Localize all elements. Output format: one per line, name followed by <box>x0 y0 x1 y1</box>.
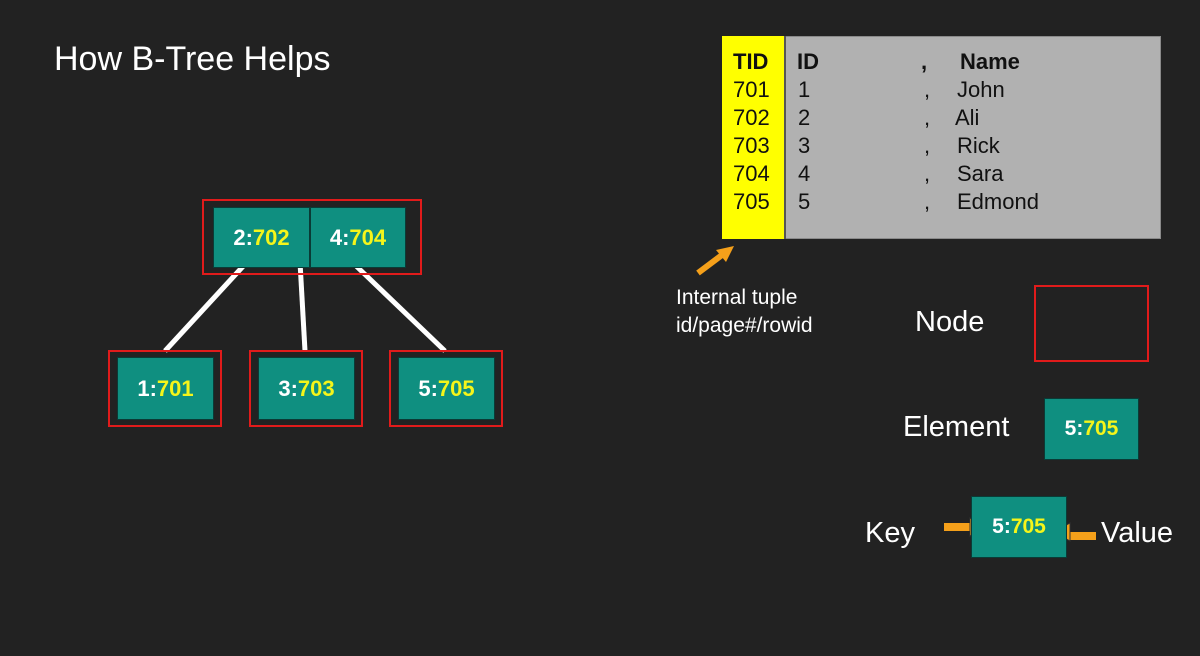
legend-element-box: 5:705 <box>1044 398 1139 460</box>
edge-root-leaf3 <box>350 260 447 353</box>
legend-element-label: Element <box>903 411 1010 443</box>
table-cell-name: John <box>957 77 1005 102</box>
table-cell-sep: , <box>924 105 931 130</box>
leaf-element-3: 5:705 <box>398 357 495 420</box>
element-key: 1 <box>137 375 150 401</box>
leaf-node-2 <box>249 350 363 427</box>
table-cell-name: Sara <box>957 161 1004 186</box>
edge-root-leaf2 <box>297 261 308 352</box>
root-element-1: 2:702 <box>213 207 310 268</box>
table-cell-name: Rick <box>957 133 1000 158</box>
table-cell-sep: , <box>924 77 931 102</box>
leaf-element-2: 3:703 <box>258 357 355 420</box>
table-cell-tid: 705 <box>733 189 770 214</box>
table-cell-id: 3 <box>798 133 811 158</box>
tuple-annotation-line1: Internal tuple <box>676 286 798 309</box>
tid-column <box>722 36 786 239</box>
element-value: 705 <box>1083 417 1119 440</box>
table-cell-name: Ali <box>955 105 980 130</box>
table-cell-name: Edmond <box>957 189 1039 214</box>
leaf-node-3 <box>389 350 503 427</box>
element-key: 3 <box>278 375 291 401</box>
element-value: 702 <box>252 224 290 250</box>
table-header-sep: , <box>921 49 928 74</box>
table-cell-sep: , <box>924 161 931 186</box>
table-cell-tid: 702 <box>733 105 770 130</box>
table-cell-id: 2 <box>798 105 811 130</box>
legend-value-label: Value <box>1101 517 1174 549</box>
element-value: 703 <box>297 375 335 401</box>
root-node <box>202 199 422 275</box>
page-title: How B-Tree Helps <box>54 40 331 78</box>
table-header-tid: TID <box>733 49 769 74</box>
element-key: 4 <box>329 224 343 250</box>
table-cell-id: 4 <box>798 161 811 186</box>
leaf-element-1: 1:701 <box>117 357 214 420</box>
tuple-table <box>722 36 1161 239</box>
tuple-arrow-icon <box>696 246 734 276</box>
leaf-node-1 <box>108 350 222 427</box>
legend-kv-box: 5:705 <box>971 496 1067 558</box>
element-key: 5 <box>992 515 1004 538</box>
root-element-2: 4:704 <box>310 207 406 268</box>
legend-node-label: Node <box>915 306 985 338</box>
table-cell-sep: , <box>924 133 931 158</box>
tuple-annotation-line2: id/page#/rowid <box>676 314 813 337</box>
element-value: 705 <box>437 375 475 401</box>
legend-key-label: Key <box>865 517 915 549</box>
element-key: 5 <box>1064 417 1077 440</box>
table-cell-tid: 701 <box>733 77 770 102</box>
element-value: 701 <box>156 375 194 401</box>
table-header-id: ID <box>797 49 819 74</box>
element-key: 2 <box>233 224 246 250</box>
element-key: 5 <box>418 375 431 401</box>
table-header-name: Name <box>960 49 1020 74</box>
table-cell-tid: 704 <box>733 161 770 186</box>
edge-root-leaf1 <box>163 260 249 353</box>
table-cell-id: 5 <box>798 189 811 214</box>
table-cell-tid: 703 <box>733 133 770 158</box>
table-cell-sep: , <box>924 189 931 214</box>
element-value: 704 <box>349 224 387 250</box>
legend-node-box <box>1034 285 1149 362</box>
table-cell-id: 1 <box>798 77 811 102</box>
element-value: 705 <box>1010 515 1046 538</box>
